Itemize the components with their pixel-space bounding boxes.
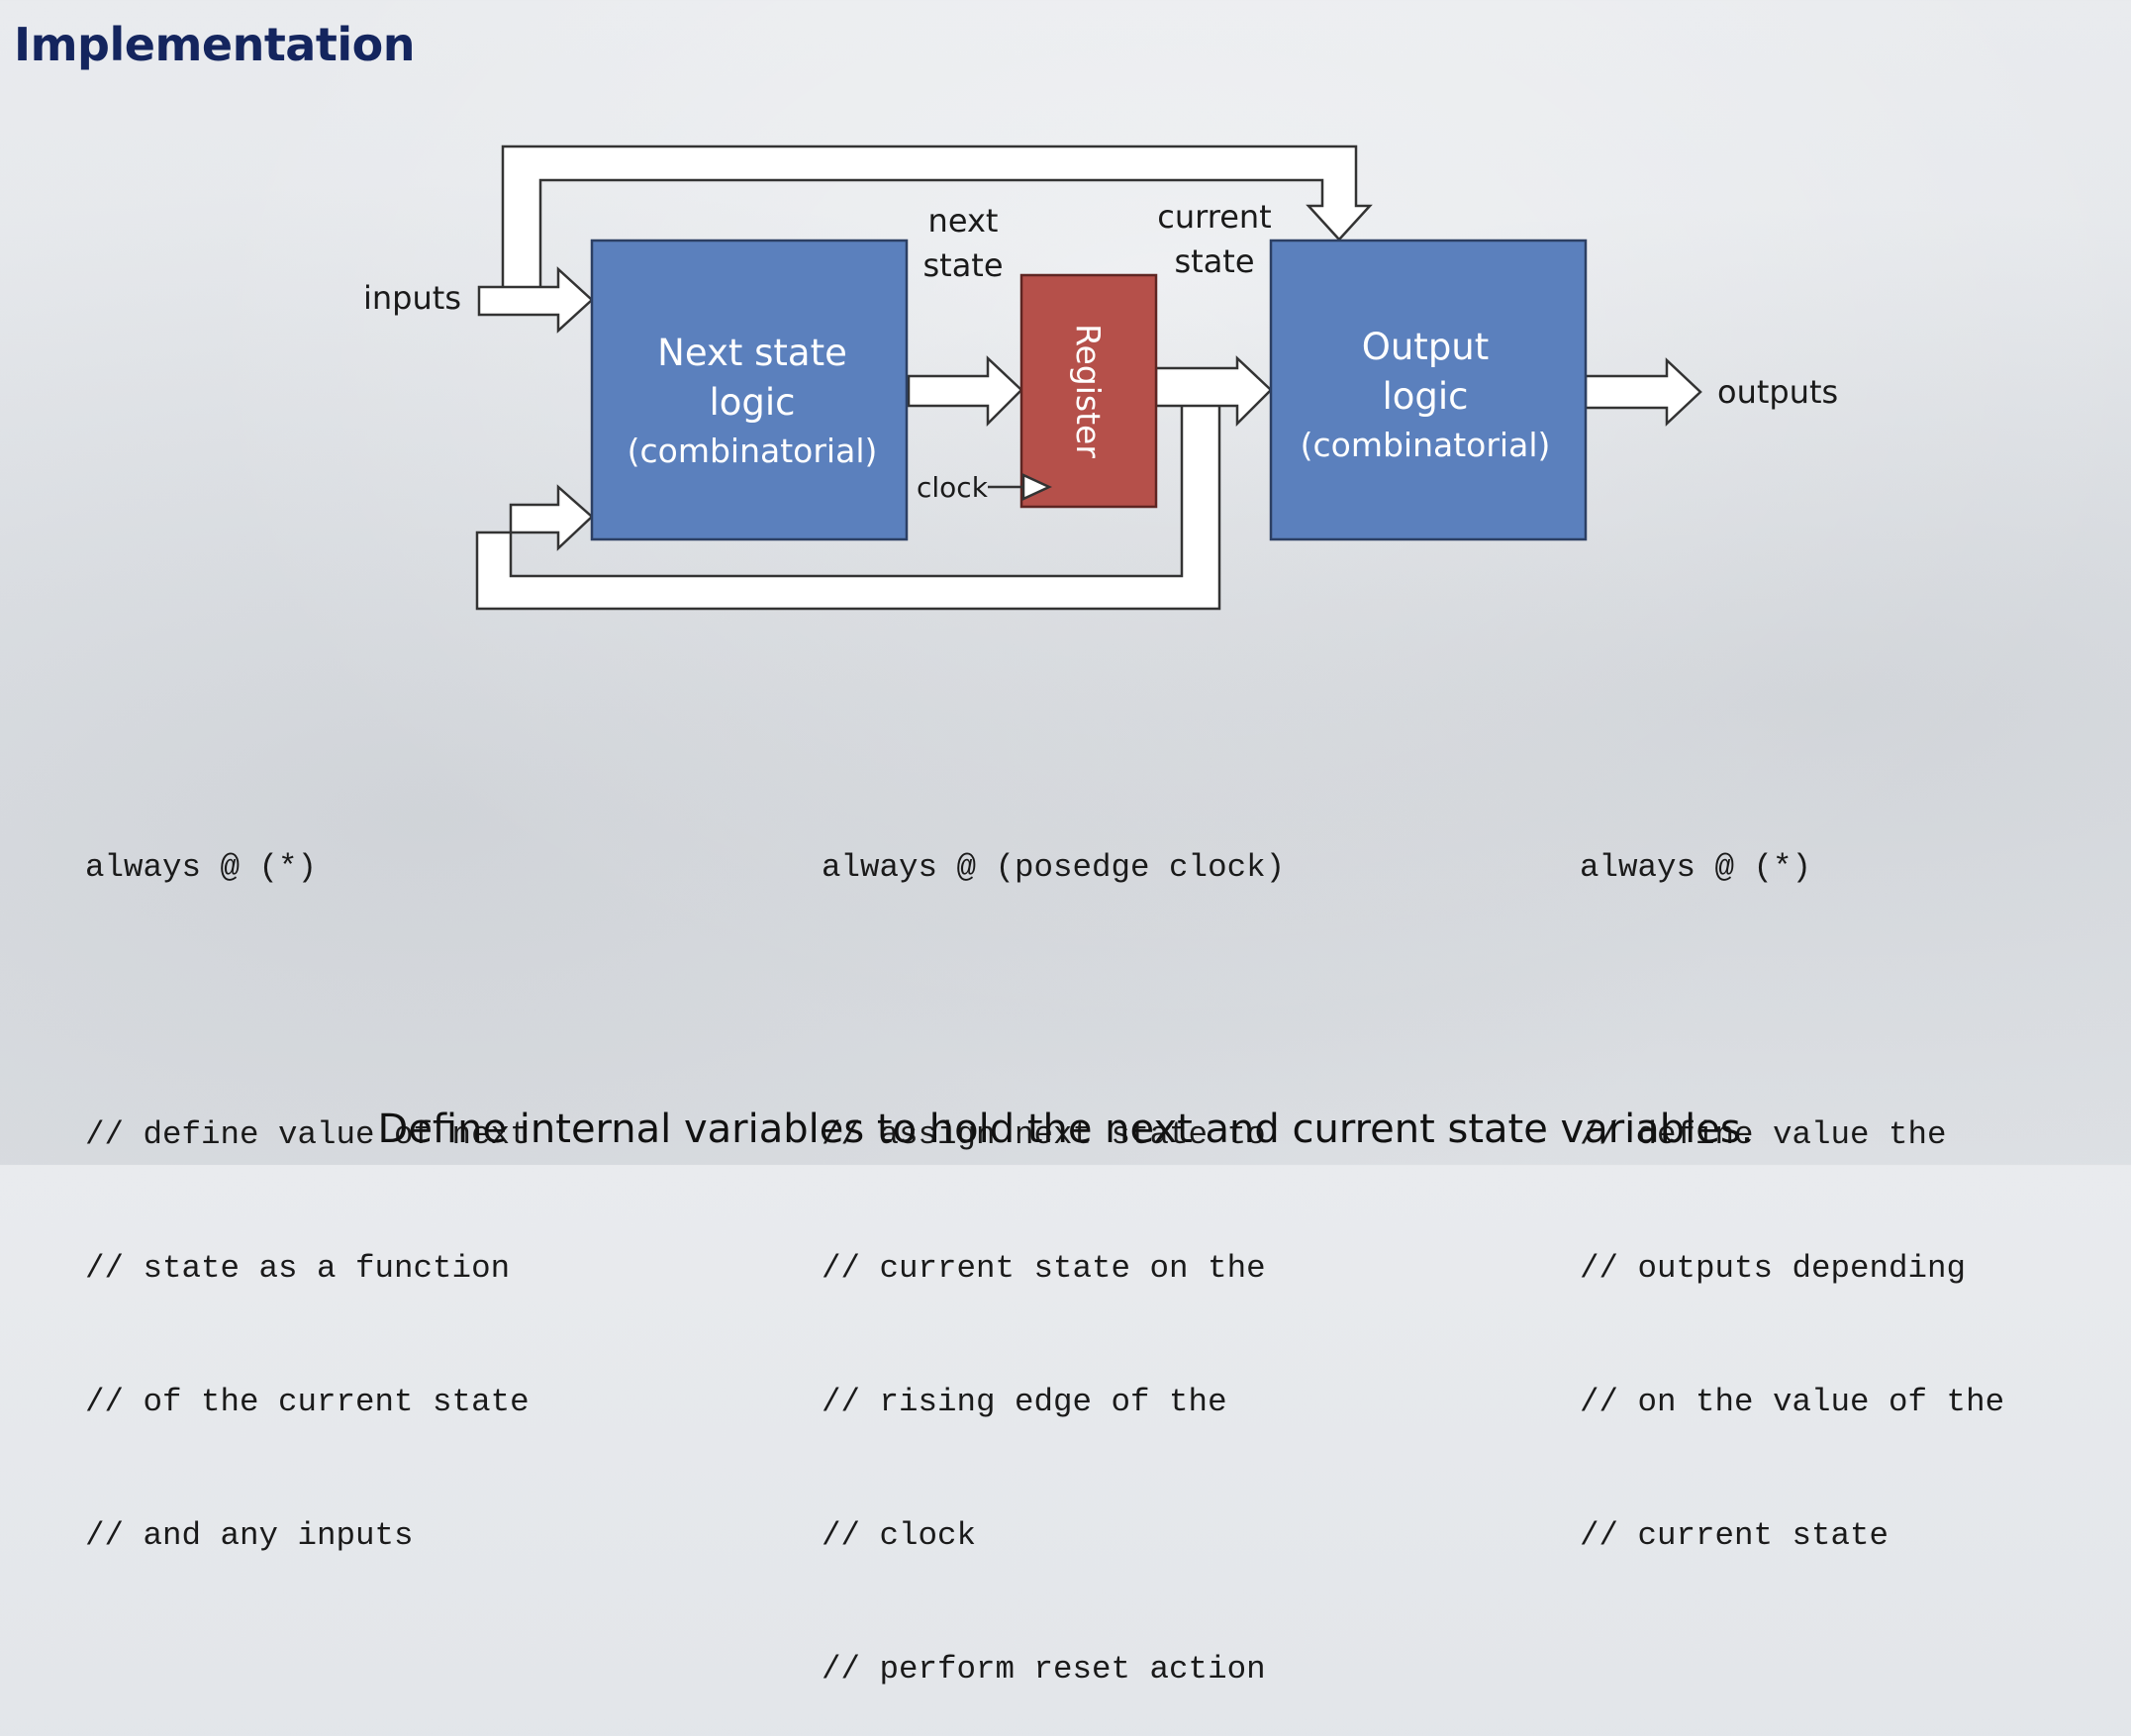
code-column-next-state: always @ (*) // define value of next // …: [85, 756, 530, 1602]
code-line: // current state on the: [822, 1250, 1266, 1287]
code-line: always @ (*): [85, 849, 318, 886]
clock-edge-triangle: [1021, 473, 1052, 501]
register-block: [1019, 273, 1158, 509]
code-line: always @ (*): [1580, 849, 1812, 886]
code-line: // define value the: [1580, 1116, 1947, 1153]
current-state-label-1: current: [1157, 198, 1271, 236]
output-block-label-2: logic: [1382, 375, 1468, 418]
outputs-label: outputs: [1717, 373, 1838, 411]
code-line: // current state: [1580, 1517, 1889, 1554]
code-line: // of the current state: [85, 1384, 530, 1420]
outputs-arrow: [1584, 357, 1702, 427]
register-label: Register: [1069, 324, 1108, 458]
code-column-output: always @ (*) // define value the // outp…: [1580, 756, 2004, 1602]
next-state-block-label-2: logic: [709, 381, 795, 424]
next-state-label-2: state: [922, 246, 1003, 284]
slide-title: Implementation: [14, 18, 415, 71]
code-line: always @ (posedge clock): [822, 849, 1286, 886]
current-state-label-2: state: [1174, 242, 1254, 280]
next-state-logic-block: [590, 239, 909, 541]
fsm-block-diagram: Next state logic (combinatorial) Registe…: [363, 145, 1838, 611]
code-line: [85, 979, 530, 1023]
inputs-arrow: [477, 266, 594, 334]
code-line: [1580, 979, 2004, 1023]
clock-label: clock: [917, 471, 989, 504]
inputs-to-output-arrow: [501, 145, 1373, 302]
footer-note: Define internal variables to hold the ne…: [377, 1107, 1754, 1152]
current-state-feedback-arrow: [475, 394, 1221, 611]
code-line: // perform reset action: [822, 1651, 1266, 1688]
code-column-register: always @ (posedge clock) // assign next …: [822, 756, 1285, 1736]
current-state-arrow: [1154, 355, 1273, 428]
code-line: // assign next state to: [822, 1116, 1266, 1153]
code-line: // clock: [822, 1517, 977, 1554]
output-block-label-1: Output: [1362, 326, 1490, 368]
code-line: // outputs depending: [1580, 1250, 1967, 1287]
next-state-arrow: [907, 355, 1023, 428]
code-line: // on the value of the: [1580, 1384, 2005, 1420]
next-state-label-1: next: [928, 202, 999, 240]
code-line: // state as a function: [85, 1250, 511, 1287]
next-state-block-label-1: Next state: [657, 332, 847, 374]
next-state-block-label-3: (combinatorial): [628, 432, 878, 470]
code-line: // and any inputs: [85, 1517, 414, 1554]
code-line: // define value of next: [85, 1116, 530, 1153]
output-block-label-3: (combinatorial): [1301, 426, 1551, 464]
output-logic-block: [1269, 239, 1588, 541]
code-line: [822, 979, 1285, 1023]
code-line: // rising edge of the: [822, 1384, 1227, 1420]
inputs-label: inputs: [363, 279, 461, 317]
